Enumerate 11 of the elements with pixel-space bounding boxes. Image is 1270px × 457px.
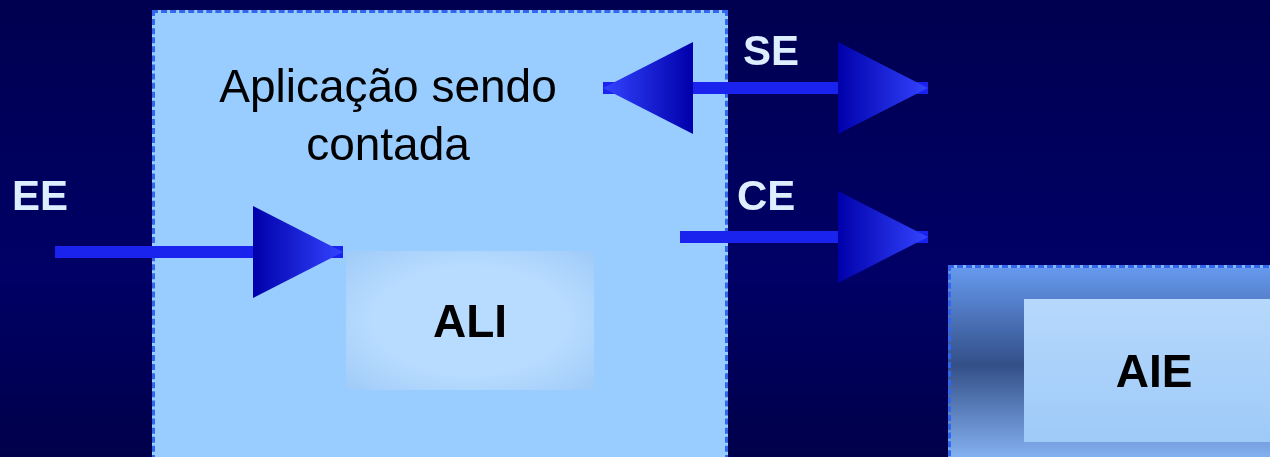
- data-box: AIE: [1024, 299, 1270, 442]
- thick-arrow: [603, 42, 928, 134]
- application-title: Aplicação sendo contada: [218, 59, 558, 172]
- edge-label: CE: [737, 175, 796, 217]
- thick-arrow: [680, 191, 928, 283]
- data-box: ALI: [346, 251, 594, 390]
- application-boundary: [152, 10, 728, 457]
- thick-arrow: [55, 206, 343, 298]
- edge-label: SE: [743, 30, 800, 72]
- external-box: [948, 265, 1270, 457]
- edge-label: EE: [12, 175, 69, 217]
